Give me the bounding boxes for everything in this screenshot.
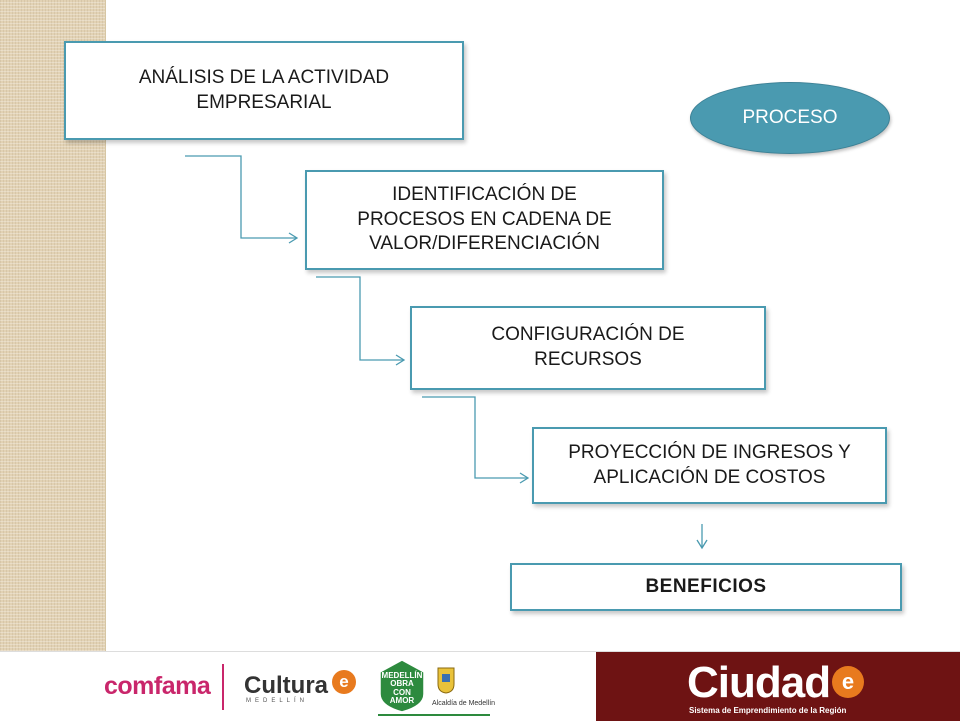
ciudad-logo: Ciudad [687,658,831,707]
step-identificacion-procesos: IDENTIFICACIÓN DE PROCESOS EN CADENA DE … [305,170,664,270]
arrow-step2-to-step3 [316,276,403,361]
result-label: BENEFICIOS [645,575,767,597]
step-label: CONFIGURACIÓN DE RECURSOS [491,324,685,370]
process-badge-label: PROCESO [742,107,838,128]
step-analisis-actividad: ANÁLISIS DE LA ACTIVIDAD EMPRESARIAL [64,41,464,140]
step-label: ANÁLISIS DE LA ACTIVIDAD EMPRESARIAL [138,66,390,113]
arrow-step1-to-step2 [185,155,296,239]
arrowhead-step4 [519,472,530,484]
arrowhead-result [696,539,708,550]
comfama-logo: comfama [104,672,211,700]
alcaldia-underline [378,714,490,716]
process-badge: PROCESO [690,82,890,154]
cultura-logo: Cultura [244,672,328,699]
medellin-obra-shield-icon [379,659,425,713]
result-beneficios: BENEFICIOS [510,563,902,611]
step-proyeccion-ingresos: PROYECCIÓN DE INGRESOS Y APLICACIÓN DE C… [532,427,887,504]
cultura-e-mark-icon: e [332,670,356,694]
arrowhead-step3 [395,354,406,366]
step-configuracion-recursos: CONFIGURACIÓN DE RECURSOS [410,306,766,390]
step-label: PROYECCIÓN DE INGRESOS Y APLICACIÓN DE C… [568,441,851,488]
step-label: IDENTIFICACIÓN DE PROCESOS EN CADENA DE … [357,183,612,255]
arrowhead-step2 [288,232,299,244]
ciudad-panel: Ciudad e Sistema de Emprendimiento de la… [596,652,960,721]
ciudad-subtitle: Sistema de Emprendimiento de la Región [689,706,847,715]
cultura-subtitle: MEDELLÍN [246,698,309,704]
ciudad-e-mark-icon: e [832,666,864,698]
footer-divider [222,664,224,710]
alcaldia-text: Alcaldía de Medellín [432,700,496,707]
footer-logo-bar: comfama Cultura MEDELLÍN e MEDELLÍN OBRA… [0,651,960,721]
coat-of-arms-icon [437,667,455,694]
arrow-step3-to-step4 [422,396,527,479]
medellin-obra-text: MEDELLÍN OBRA CON AMOR [381,671,423,706]
